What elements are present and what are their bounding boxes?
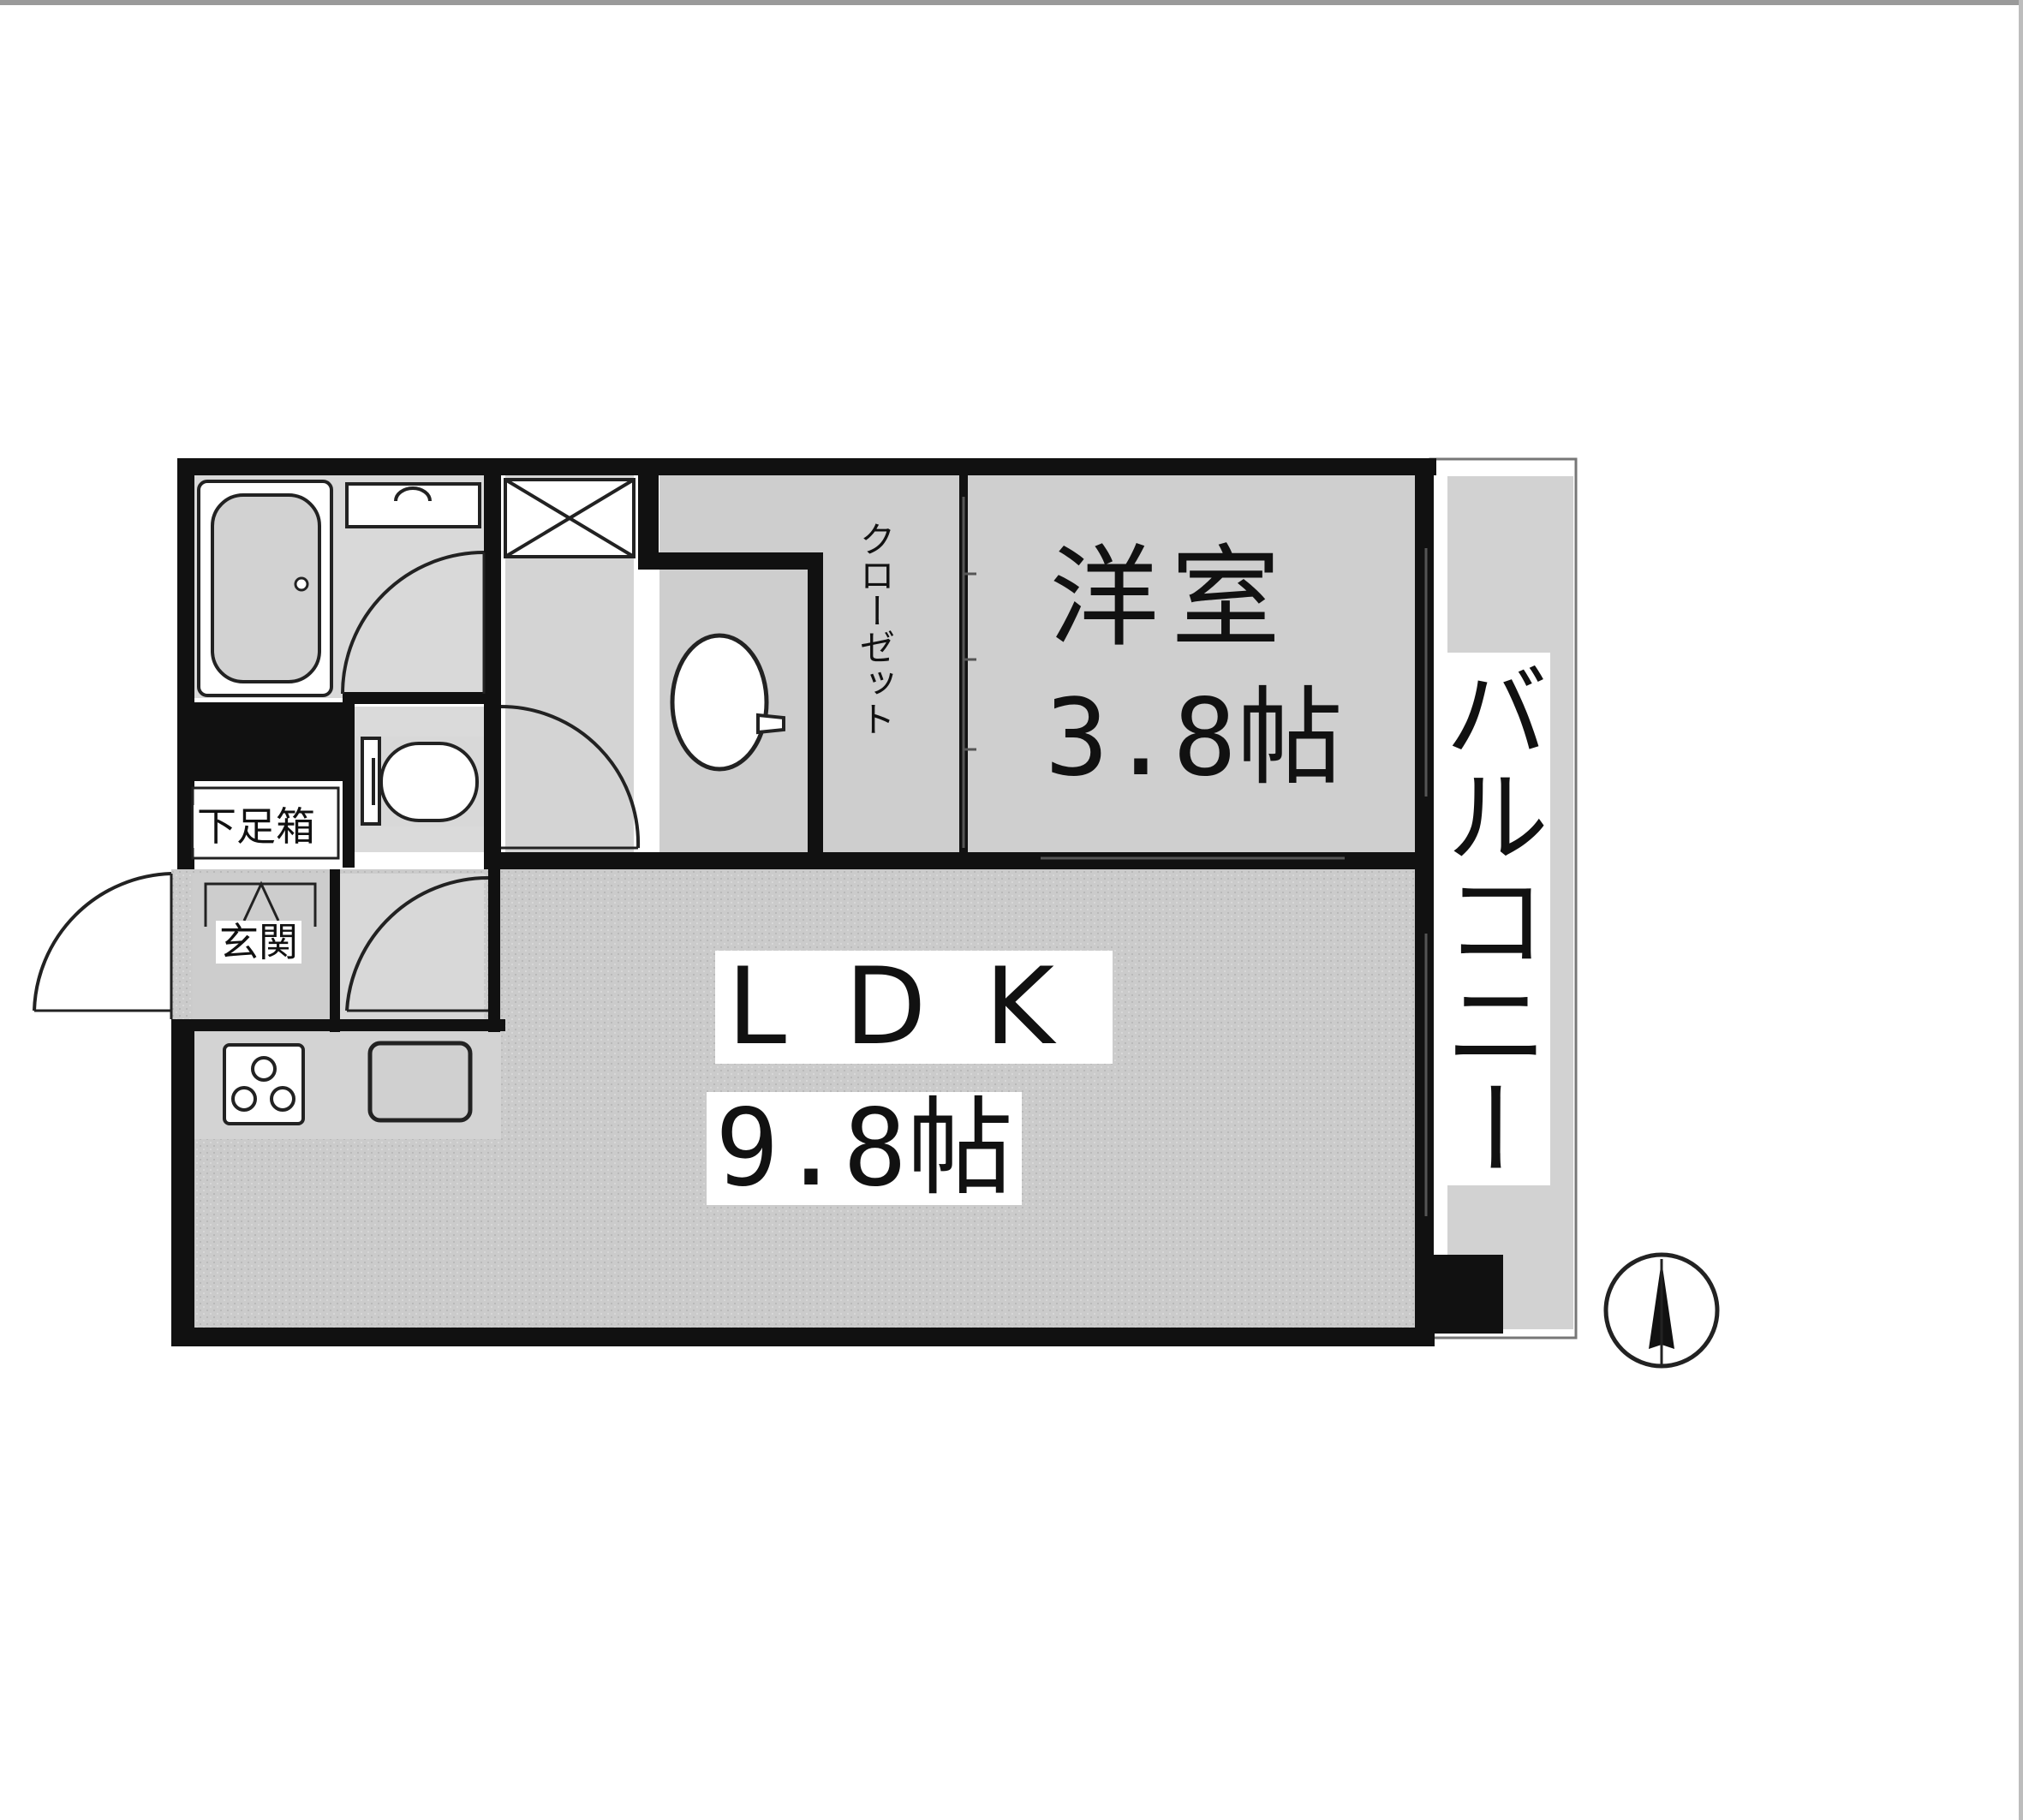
entrance-door [33,872,172,1011]
hall-floor [338,874,484,1019]
scan-edge-right [2019,0,2023,1820]
genkan-label: 玄関 [216,921,301,964]
laundry-pan-icon [504,478,636,558]
toilet-icon [355,737,484,826]
ldk-label: LDK [715,951,1113,1064]
scan-edge-top [0,0,2023,5]
washroom-basin-icon [670,633,785,772]
closet-label: クローゼット [854,521,897,737]
washbasin-icon [345,482,481,528]
youshitsu-size-label: 3.8帖 [1045,677,1343,800]
entry-arrow-icon [204,880,317,927]
bathtub-icon [197,480,333,697]
hall-door [345,875,489,1011]
youshitsu-floor [968,475,1430,852]
bathroom-door [341,551,485,695]
balcony-label: バルコニー [1427,653,1550,1185]
washroom-door [500,705,641,849]
exterior-walls [171,458,1503,1346]
youshitsu-label: 洋室 [1049,534,1293,662]
ldk-size-label: 9.8帖 [707,1092,1022,1205]
sink-icon [367,1041,473,1123]
shoe-cabinet-label: 下足箱 [194,805,319,848]
doors [33,551,641,1019]
north-arrow-icon [1603,1252,1720,1369]
stove-icon [223,1043,305,1125]
wall-openings [962,497,1428,1216]
